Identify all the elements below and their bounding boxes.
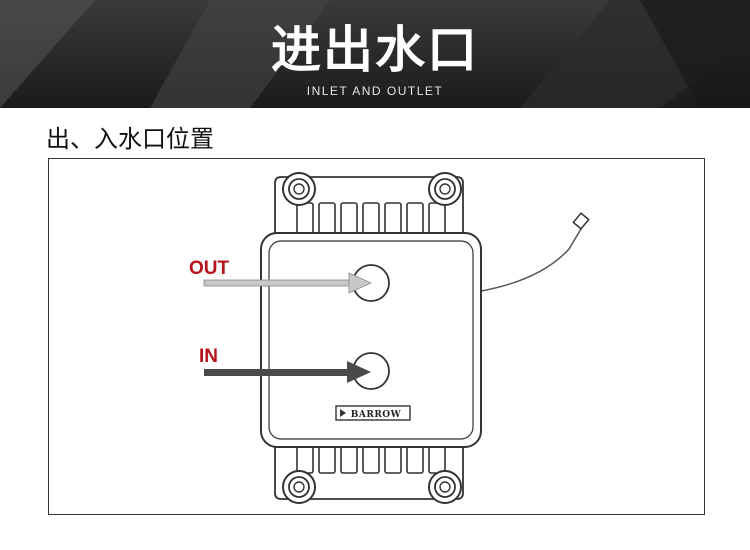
inlet-arrow — [204, 361, 371, 383]
header-banner: 进出水口 INLET AND OUTLET — [0, 0, 750, 108]
banner-background-facets — [0, 0, 750, 108]
section-heading: 出、入水口位置 — [46, 125, 214, 153]
inlet-label: IN — [199, 346, 218, 367]
banner-title: 进出水口 — [271, 21, 479, 79]
barrow-logo-text: BARROW — [351, 410, 402, 420]
diagram-frame: BARROW OUT IN — [48, 158, 705, 515]
screw-bottom-left — [282, 470, 316, 504]
block-top-plate — [268, 240, 474, 440]
bottom-bracket — [274, 434, 464, 500]
screw-top-left — [282, 172, 316, 206]
sensor-connector — [572, 212, 590, 230]
water-block-diagram: BARROW — [203, 172, 590, 504]
block-body — [260, 232, 482, 448]
barrow-logo: BARROW — [335, 405, 411, 421]
sensor-cable — [480, 228, 582, 292]
screw-bottom-right — [428, 470, 462, 504]
outlet-arrow — [203, 272, 372, 294]
screw-top-right — [428, 172, 462, 206]
outlet-label: OUT — [189, 258, 230, 279]
banner-subtitle: INLET AND OUTLET — [306, 84, 444, 98]
